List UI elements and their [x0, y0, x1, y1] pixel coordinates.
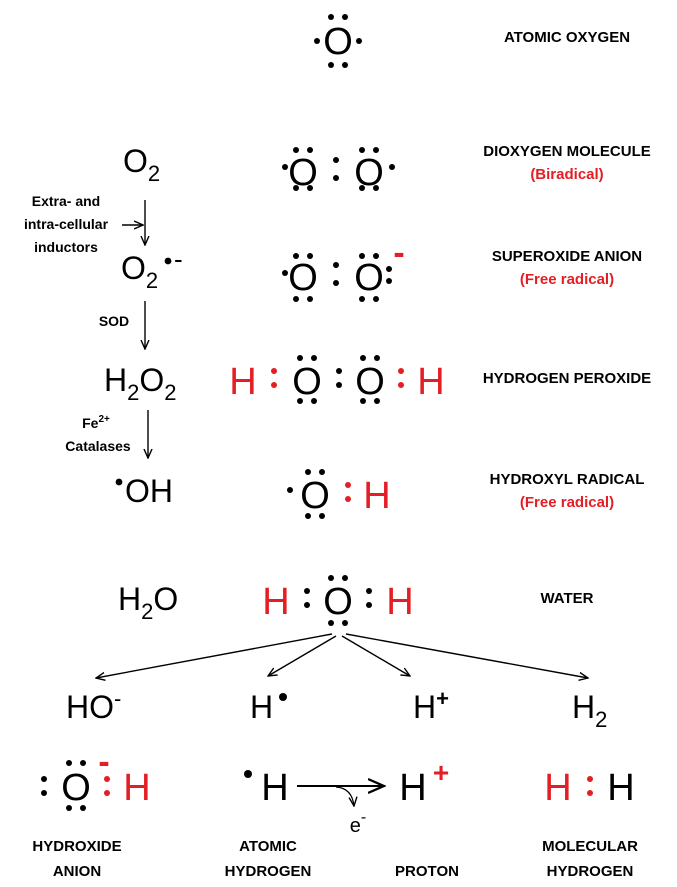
radical-dot [279, 693, 287, 701]
svg-text:-: - [98, 743, 109, 781]
label-water: WATER [540, 590, 593, 607]
formula-superoxide: O2 [121, 250, 158, 293]
svg-text:H: H [123, 767, 150, 809]
formula-o2: O2 [123, 143, 160, 186]
lewis-hydrogen-peroxide: H O O H [229, 355, 445, 404]
svg-text:+: + [433, 757, 449, 788]
svg-text:O: O [323, 21, 353, 63]
electron-label: e- [350, 809, 366, 837]
svg-text:H: H [399, 767, 426, 809]
svg-text:H: H [262, 581, 289, 623]
svg-text:H: H [386, 581, 413, 623]
lewis-dioxygen: O O [282, 147, 395, 194]
formula-hydroxyl: OH [125, 473, 173, 509]
label-atomic-hydrogen-2: HYDROGEN [225, 863, 312, 880]
lewis-atomic-hydrogen: H [244, 767, 289, 809]
arrow-to-hydroxide [96, 633, 333, 678]
svg-text:O: O [300, 475, 330, 517]
formula-h2o2: H2O2 [104, 362, 177, 405]
note-dioxygen: (Biradical) [530, 166, 603, 183]
label-hydroxide-1: HYDROXIDE [32, 838, 121, 855]
product-proton: H+ [413, 686, 449, 725]
lewis-atomic-oxygen: O [314, 14, 362, 68]
label-superoxide: SUPEROXIDE ANION [492, 248, 642, 265]
step-fe: Fe2+ [82, 414, 110, 431]
svg-text:O: O [292, 361, 322, 403]
label-atomic-hydrogen-1: ATOMIC [239, 838, 297, 855]
lewis-hydroxyl: O H [287, 469, 391, 519]
svg-text:H: H [417, 361, 444, 403]
superoxide-charge: - [174, 244, 183, 274]
formula-water: H2O [118, 581, 178, 624]
inductors-line-2: intra-cellular [24, 216, 109, 232]
svg-text:O: O [288, 257, 318, 299]
step-catalases: Catalases [65, 438, 131, 454]
lewis-proton: H + [399, 757, 449, 809]
product-molecular-hydrogen: H2 [572, 689, 607, 732]
note-hydroxyl: (Free radical) [520, 494, 614, 511]
inductors-line-1: Extra- and [32, 193, 100, 209]
svg-text:O: O [323, 581, 353, 623]
svg-text:O: O [61, 767, 91, 809]
svg-text:H: H [607, 767, 634, 809]
product-hydroxide: HO- [66, 686, 121, 725]
superoxide-minus: - [393, 234, 404, 272]
lewis-water: H O H [262, 575, 414, 626]
svg-text:H: H [229, 361, 256, 403]
label-hydrogen-peroxide: HYDROGEN PEROXIDE [483, 370, 651, 387]
inductors-line-3: inductors [34, 239, 98, 255]
arrow-to-proton [341, 635, 410, 676]
label-proton: PROTON [395, 863, 459, 880]
step-sod: SOD [99, 313, 129, 329]
svg-text:H: H [261, 767, 288, 809]
arrow-to-atomic-hydrogen [268, 635, 337, 676]
svg-text:O: O [288, 152, 318, 194]
radical-dot [115, 478, 123, 486]
lewis-hydroxide: O H - [41, 743, 151, 811]
label-molecular-hydrogen-1: MOLECULAR [542, 838, 638, 855]
lewis-molecular-hydrogen: H H [544, 767, 634, 809]
lewis-superoxide: O O - [282, 234, 405, 302]
note-superoxide: (Free radical) [520, 271, 614, 288]
radical-dot [164, 257, 172, 265]
svg-text:H: H [544, 767, 571, 809]
label-atomic-oxygen: ATOMIC OXYGEN [504, 29, 630, 46]
svg-text:O: O [354, 152, 384, 194]
label-dioxygen: DIOXYGEN MOLECULE [483, 143, 651, 160]
svg-text:H: H [363, 475, 390, 517]
label-hydroxide-2: ANION [53, 863, 101, 880]
svg-text:O: O [354, 257, 384, 299]
label-molecular-hydrogen-2: HYDROGEN [547, 863, 634, 880]
label-hydroxyl: HYDROXYL RADICAL [490, 471, 645, 488]
svg-text:O: O [355, 361, 385, 403]
arrow-to-molecular-hydrogen [345, 633, 588, 678]
electron-arrow [335, 786, 354, 806]
product-atomic-hydrogen: H [250, 689, 273, 725]
